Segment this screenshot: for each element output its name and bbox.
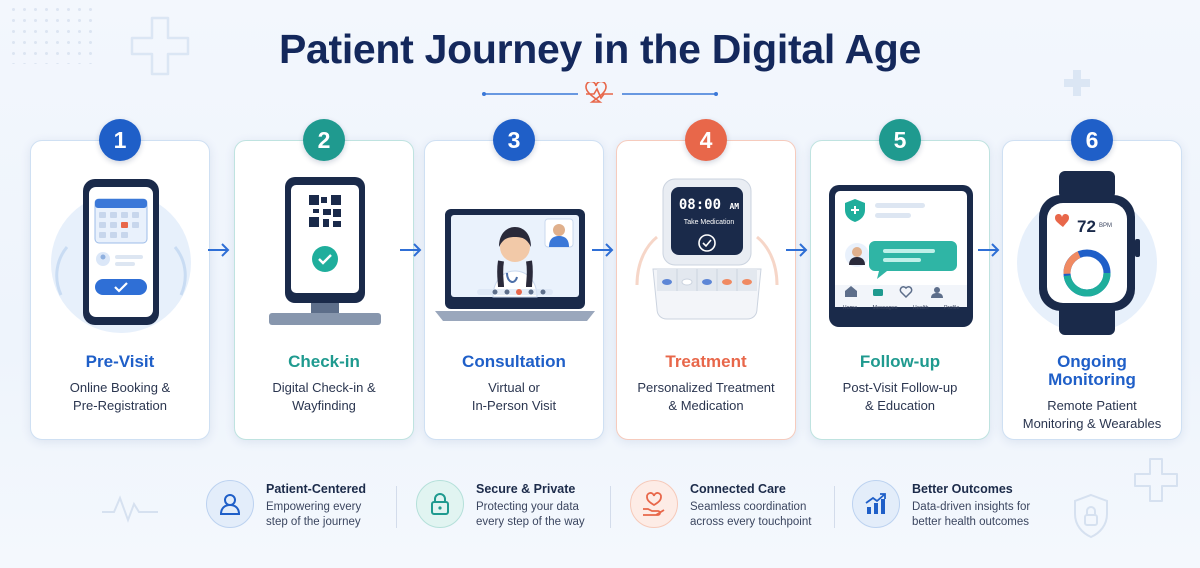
benefit-text-line: Protecting your data: [476, 501, 579, 513]
step-description: Virtual or In-Person Visit: [431, 379, 597, 415]
benefit-text-line: better health outcomes: [912, 516, 1029, 528]
step-description-line: & Medication: [668, 398, 744, 413]
step-number-badge: 6: [1071, 119, 1113, 161]
step-title: Treatment: [665, 352, 747, 371]
step-title: Check-in: [288, 352, 360, 371]
kiosk-qr-icon: [269, 177, 381, 325]
benefit-text: Seamless coordination across every touch…: [690, 500, 811, 530]
lock-icon: [416, 480, 464, 528]
pill-dispenser-icon: [635, 178, 779, 320]
device-time-display: 08:00 AM: [673, 197, 745, 213]
step-number-badge: 5: [879, 119, 921, 161]
step-title: Follow-up: [859, 352, 941, 371]
smartwatch-icon: [1017, 171, 1157, 335]
benefit-text: Data-driven insights for better health o…: [912, 500, 1030, 530]
laptop-video-call-icon: [435, 209, 595, 321]
arrow-right-icon: [592, 243, 614, 257]
step-description-line: In-Person Visit: [471, 398, 557, 413]
tablet-tab-messages: Messages: [872, 305, 898, 311]
tablet-tab-bar: Home Messages Health Profile: [835, 305, 967, 311]
step-number-badge: 4: [685, 119, 727, 161]
step-description-line: Pre-Registration: [73, 398, 167, 413]
step-card-follow-up[interactable]: 5 Home Messages Health Profile Follow-up…: [810, 119, 990, 440]
step-card-treatment[interactable]: 4 08:00 AM Take Medication Treatment Per…: [616, 119, 796, 440]
arrow-right-icon: [208, 243, 230, 257]
step-number-badge: 1: [99, 119, 141, 161]
smartphone-calendar-icon: [51, 179, 191, 333]
tablet-messages-icon: [829, 185, 973, 327]
page-title: Patient Journey in the Digital Age: [278, 26, 922, 72]
tablet-tab-profile: Profile: [943, 305, 960, 311]
step-title: Pre-Visit: [85, 352, 155, 371]
benefit-text: Empowering every step of the journey: [266, 500, 361, 530]
step-card-ongoing-monitoring[interactable]: 6 72 BPM Ongoing Monitoring Remote Patie…: [1002, 119, 1182, 440]
benefit-title: Patient-Centered: [266, 482, 367, 496]
step-description-line: Monitoring & Wearables: [1022, 416, 1162, 431]
step-description-line: Wayfinding: [292, 398, 356, 413]
plus-decoration-icon: [1134, 458, 1178, 502]
device-ampm: AM: [729, 202, 740, 211]
benefit-text-line: step of the journey: [266, 516, 361, 528]
step-card-check-in[interactable]: 2 Check-in Digital Check-in & Wayfinding: [234, 119, 414, 440]
heart-hand-icon: [630, 480, 678, 528]
step-description-line: Post-Visit Follow-up: [842, 380, 958, 395]
user-icon: [206, 480, 254, 528]
benefit-text-line: Empowering every: [266, 501, 362, 513]
benefit-text: Protecting your data every step of the w…: [476, 500, 585, 530]
step-description: Personalized Treatment & Medication: [623, 379, 789, 415]
step-description: Online Booking & Pre-Registration: [37, 379, 203, 415]
step-description-line: & Education: [864, 398, 936, 413]
tablet-tab-health: Health: [912, 305, 929, 311]
tablet-tab-home: Home: [842, 305, 858, 311]
benefit-title: Better Outcomes: [912, 482, 1013, 496]
benefit-text-line: Data-driven insights for: [912, 501, 1031, 513]
benefit-title: Secure & Private: [476, 482, 576, 496]
benefit-better-outcomes: Better Outcomes Data-driven insights for…: [852, 478, 1062, 534]
step-description-line: Online Booking &: [69, 380, 171, 395]
step-description-line: Virtual or: [488, 380, 540, 395]
heartbeat-divider-icon: [482, 82, 718, 103]
step-description-line: Digital Check-in &: [272, 380, 376, 395]
plus-decoration-icon: [130, 16, 190, 76]
divider: [610, 486, 611, 528]
benefit-text-line: every step of the way: [476, 516, 585, 528]
step-card-consultation[interactable]: 3 Consultation Virtual or In-Person Visi…: [424, 119, 604, 440]
benefit-secure-private: Secure & Private Protecting your data ev…: [416, 478, 626, 534]
device-time: 08:00: [678, 197, 722, 213]
background-dots: [8, 4, 98, 64]
step-description-line: Remote Patient: [1047, 398, 1137, 413]
arrow-right-icon: [786, 243, 808, 257]
step-card-pre-visit[interactable]: 1 Pre-Visit Online Booking & Pre-Registr…: [30, 119, 210, 440]
heart-rate-value: 72: [1077, 217, 1096, 236]
plus-decoration-icon: [1064, 70, 1090, 96]
shield-decoration-icon: [1074, 493, 1108, 539]
divider: [834, 486, 835, 528]
step-description: Digital Check-in & Wayfinding: [241, 379, 407, 415]
step-number-badge: 3: [493, 119, 535, 161]
device-label: Take Medication: [683, 219, 735, 226]
step-title: Consultation: [462, 352, 566, 371]
heart-rate-unit: BPM: [1099, 223, 1113, 229]
step-number-badge: 2: [303, 119, 345, 161]
step-description: Remote Patient Monitoring & Wearables: [1009, 397, 1175, 433]
benefit-patient-centered: Patient-Centered Empowering every step o…: [206, 478, 416, 534]
step-description-line: Personalized Treatment: [637, 380, 775, 395]
step-title: Ongoing Monitoring: [1009, 353, 1175, 389]
growth-chart-icon: [852, 480, 900, 528]
arrow-right-icon: [978, 243, 1000, 257]
benefit-title: Connected Care: [690, 482, 786, 496]
benefit-connected-care: Connected Care Seamless coordination acr…: [630, 478, 840, 534]
pulse-decoration-icon: [102, 495, 158, 523]
step-title-line: Ongoing: [1057, 352, 1127, 371]
benefit-text-line: Seamless coordination: [690, 501, 807, 513]
benefit-text-line: across every touchpoint: [690, 516, 812, 528]
step-title-line: Monitoring: [1048, 370, 1136, 389]
step-description: Post-Visit Follow-up & Education: [817, 379, 983, 415]
arrow-right-icon: [400, 243, 422, 257]
divider: [396, 486, 397, 528]
